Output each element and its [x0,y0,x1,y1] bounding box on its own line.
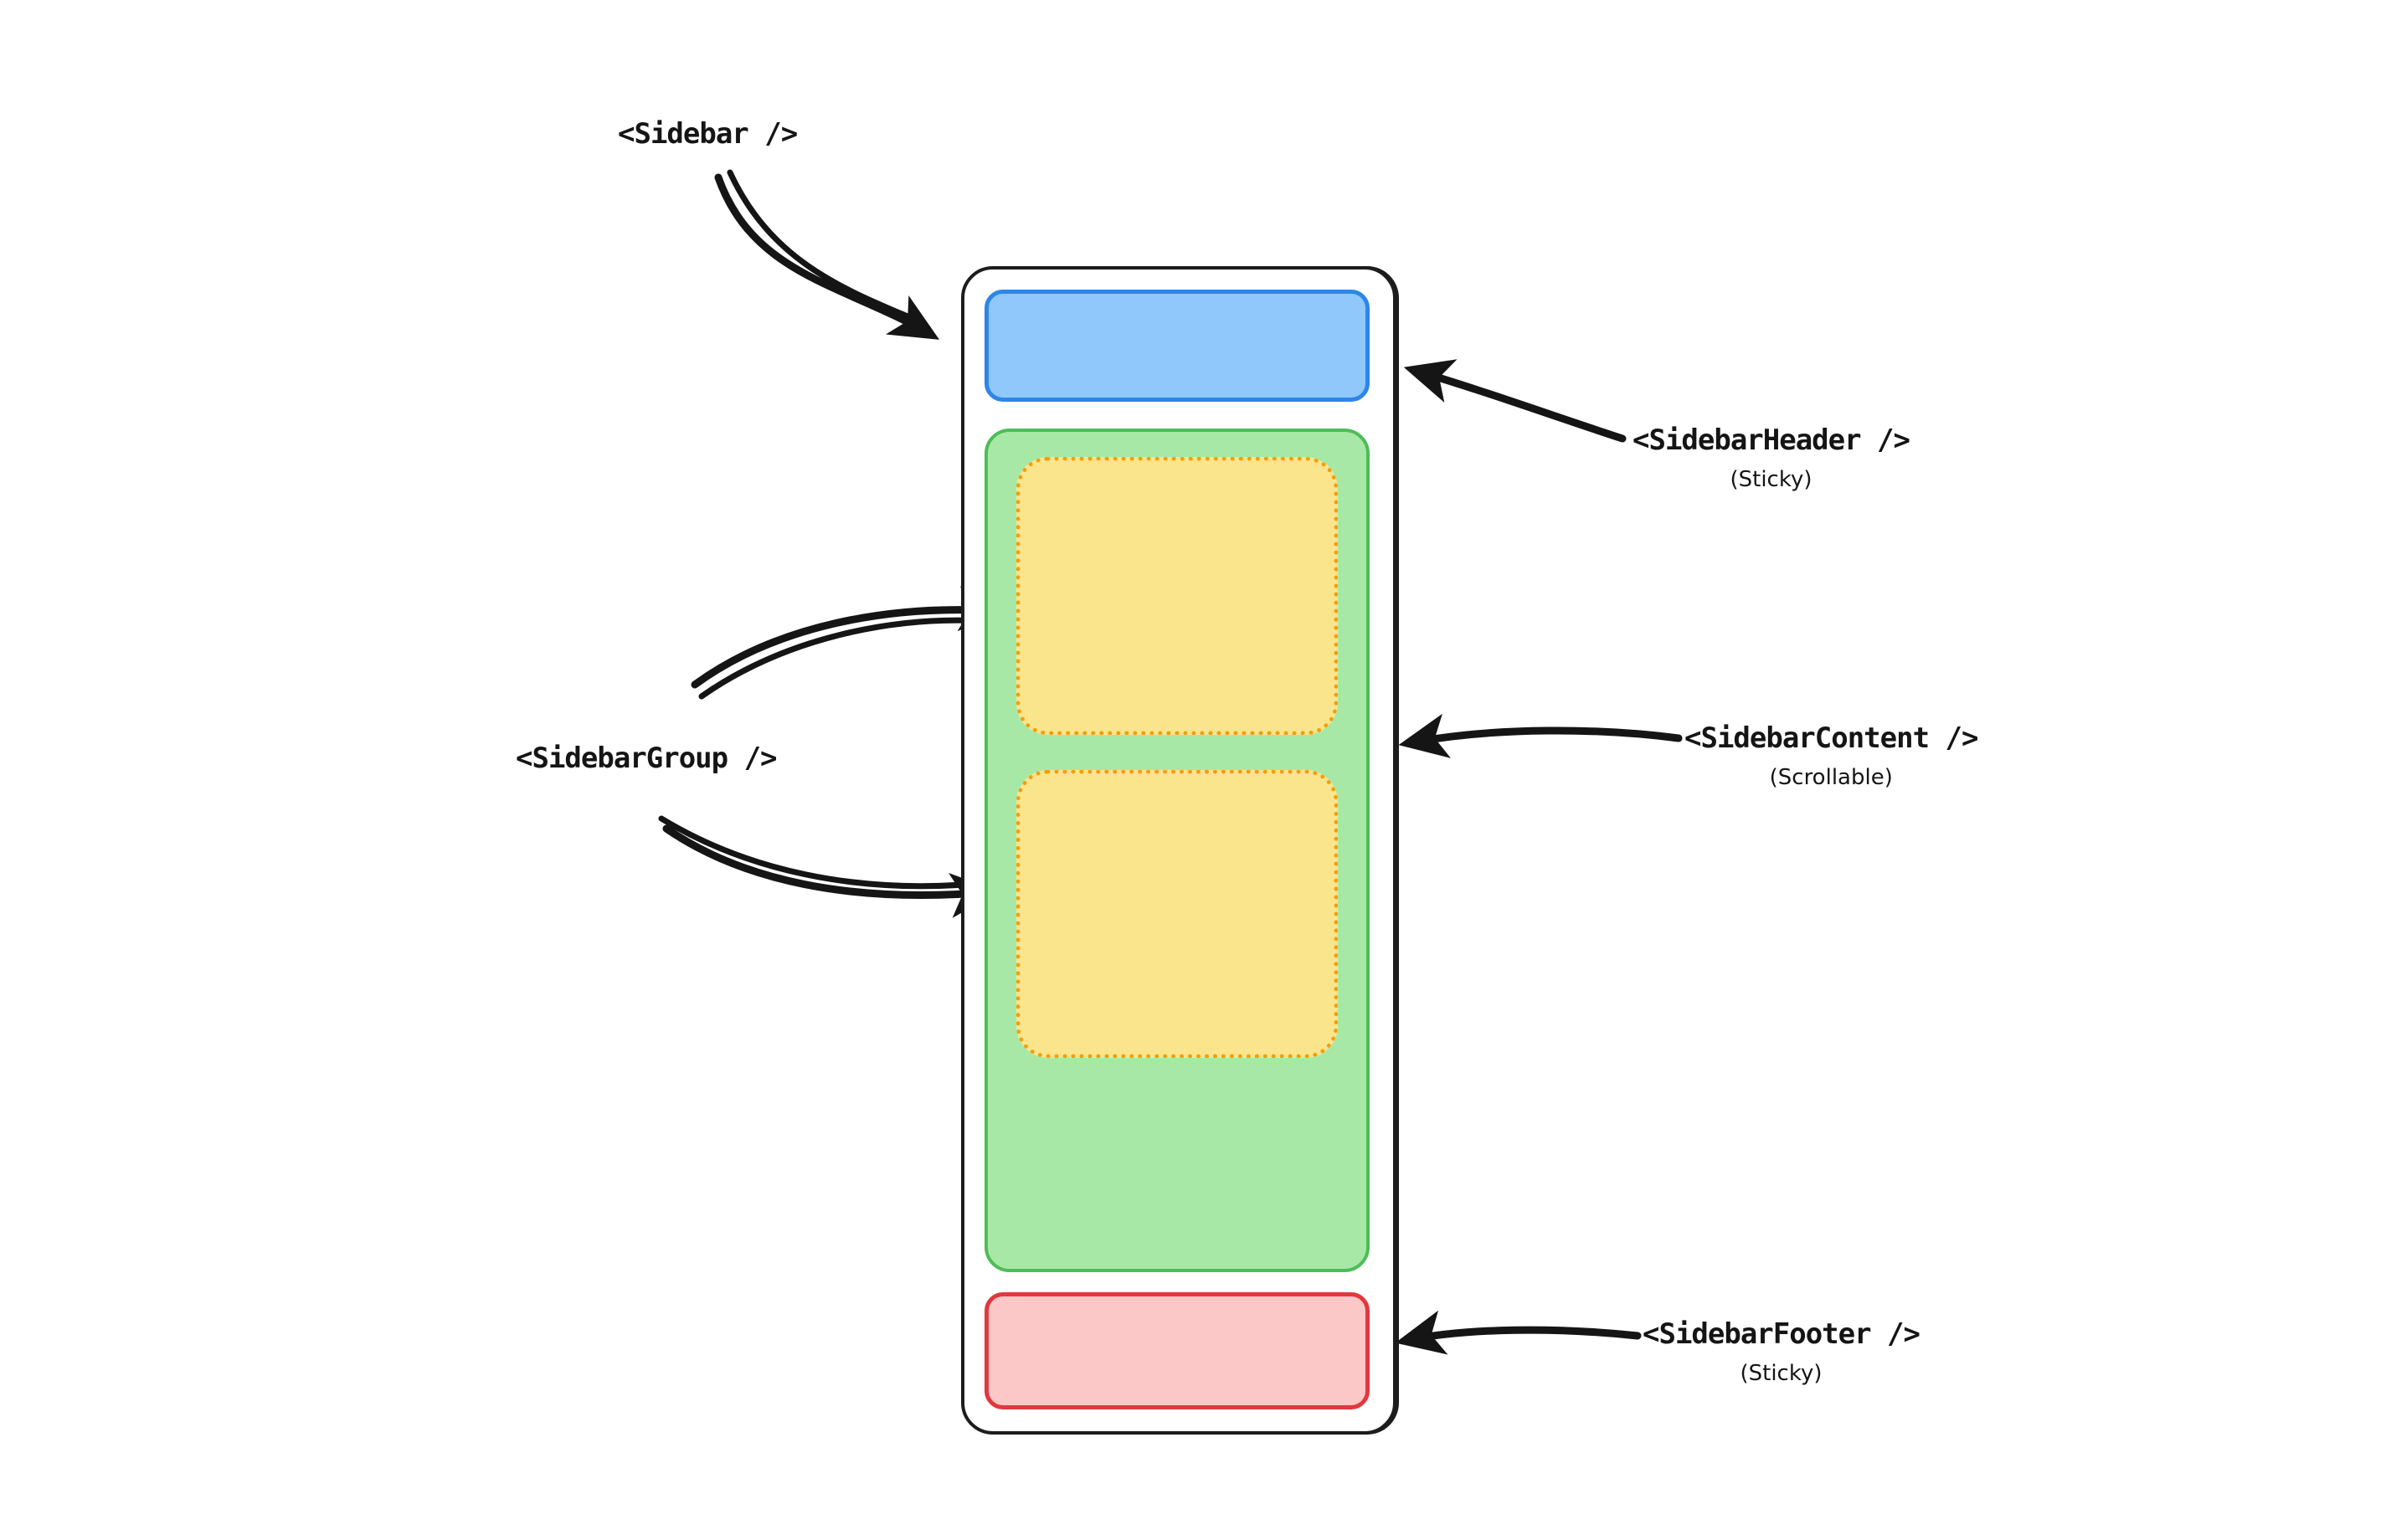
arrow-header [1403,359,1627,443]
label-sidebar-footer-text: <SidebarFooter /> [1643,1317,1920,1351]
label-sidebar-header: <SidebarHeader /> (Sticky) [1632,424,1910,492]
sidebar-group-box-1 [1016,457,1338,735]
label-sidebar-footer: <SidebarFooter /> (Sticky) [1643,1317,1920,1386]
label-sidebar-content-sub: (Scrollable) [1769,765,1893,790]
label-sidebar-group: <SidebarGroup /> [516,742,778,775]
label-sidebar-header-sub: (Sticky) [1730,467,1812,492]
label-sidebar: <Sidebar /> [618,117,798,151]
arrow-group-lower [658,815,1000,918]
label-sidebar-content: <SidebarContent /> (Scrollable) [1684,721,1978,790]
label-sidebar-header-text: <SidebarHeader /> [1632,424,1910,457]
label-sidebar-footer-sub: (Sticky) [1740,1361,1823,1386]
sidebar-header-box [985,290,1370,402]
arrow-group-upper [691,586,1008,700]
sidebar-container [961,266,1396,1435]
sidebar-content-box [985,429,1370,1272]
label-sidebar-text: <Sidebar /> [618,117,798,151]
arrow-sidebar [714,169,940,340]
label-sidebar-group-text: <SidebarGroup /> [516,742,778,775]
label-sidebar-content-text: <SidebarContent /> [1684,721,1978,755]
sidebar-footer-box [985,1292,1370,1409]
arrow-footer [1395,1310,1642,1355]
arrow-content [1398,713,1683,758]
sidebar-group-box-2 [1016,770,1338,1058]
